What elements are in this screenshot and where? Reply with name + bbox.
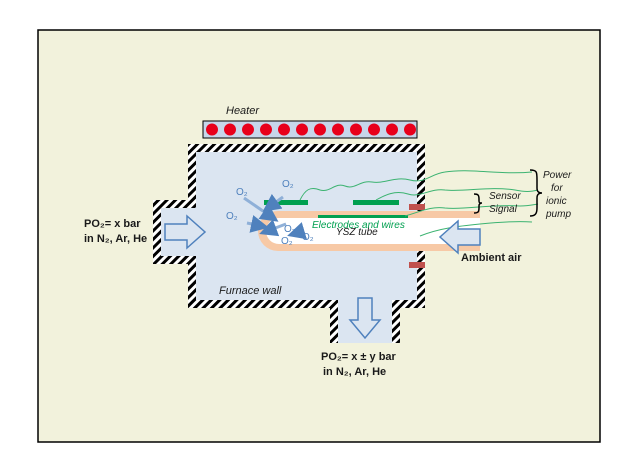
sensor-line-2: Signal (489, 204, 518, 215)
outlet-arrow-icon (348, 297, 382, 340)
ysz-tube-label: YSZ tube (336, 227, 378, 238)
electrode-inner (318, 215, 408, 218)
o2-label-4: O₂ (284, 224, 296, 235)
furnace-wall-label: Furnace wall (219, 285, 282, 297)
o2-label-2: O₂ (282, 179, 294, 190)
seal-bottom (409, 262, 425, 268)
heater-label: Heater (226, 105, 260, 117)
power-line-4: pump (545, 209, 571, 220)
ambient-air-label: Ambient air (461, 252, 522, 264)
o2-arrows (243, 193, 307, 240)
electrode-left (264, 200, 308, 205)
heater-icon (202, 120, 418, 139)
o2-molecules: O₂ O₂ O₂ O₂ O₂ O₂ (226, 179, 314, 247)
o2-label-1: O₂ (236, 187, 248, 198)
inlet-line-1: PO₂= x bar (84, 218, 141, 230)
o2-label-3: O₂ (226, 211, 238, 222)
furnace-wall (153, 144, 425, 343)
heater-bar (202, 120, 418, 139)
heater-dots (206, 123, 416, 136)
electrodes-label: Electrodes and wires (312, 220, 405, 231)
outlet-line-1: PO₂= x ± y bar (321, 351, 397, 363)
outlet-line-2: in N₂, Ar, He (323, 366, 386, 378)
sensor-line-1: Sensor (489, 191, 521, 202)
o2-label-6: O₂ (302, 232, 314, 243)
o2-label-5: O₂ (281, 236, 293, 247)
power-line-1: Power (543, 170, 572, 181)
ysz-tube-bore (266, 218, 480, 244)
brace-icon (529, 169, 543, 217)
electrode-right (353, 200, 399, 205)
sensor-brace-icon (473, 193, 483, 214)
ambient-air-arrow-icon (438, 219, 481, 255)
inlet-arrow-icon (164, 214, 207, 250)
power-line-3: ionic (546, 196, 567, 207)
power-line-2: for (551, 183, 563, 194)
seal-top (409, 204, 425, 210)
inlet-line-2: in N₂, Ar, He (84, 233, 147, 245)
